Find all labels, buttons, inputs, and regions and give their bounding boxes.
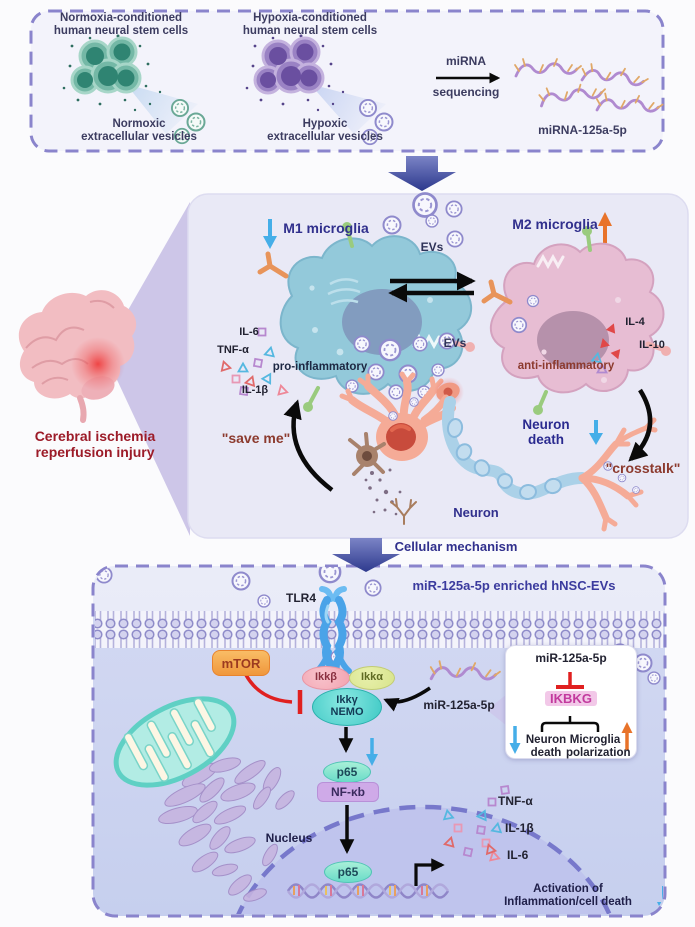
- evs-mid-label: EVs: [443, 336, 467, 350]
- nucleus-label: Nucleus: [265, 831, 313, 845]
- il6-bottom-label: IL-6: [507, 848, 529, 862]
- tnf-bottom-label: TNF-α: [498, 794, 533, 808]
- p65-node: p65: [323, 761, 371, 783]
- flow-down-arrow-icon-2: [332, 538, 400, 572]
- m2-microglia-cell: [481, 226, 671, 415]
- anti-inflammatory-label: anti-inflammatory: [517, 360, 615, 372]
- il1b-label: IL-1β: [241, 384, 269, 396]
- endoplasmic-reticulum: [158, 757, 295, 902]
- neuron-label: Neuron: [453, 505, 499, 520]
- mtor-label: mTOR: [221, 655, 261, 671]
- cell-membrane: [95, 611, 663, 648]
- ikkb-node: Ikkβ: [302, 666, 350, 690]
- dna-helix: [286, 883, 450, 899]
- ev-title-label: miR-125a-5p enriched hNSC-EVs: [412, 578, 616, 593]
- ikkg-nemo-node: Ikkγ NEMO: [312, 688, 382, 726]
- neuron-death-decrease-arrow-icon: [589, 420, 603, 445]
- mitochondria: [113, 696, 237, 788]
- callout-mir-label: miR-125a-5p: [535, 651, 607, 665]
- ischemia-glow: [71, 337, 125, 391]
- p65-nuclear-label: p65: [337, 864, 359, 879]
- save-me-arrow: [283, 399, 334, 492]
- il4-label: IL-4: [625, 316, 645, 328]
- cellular-mechanism-label: Cellular mechanism: [394, 539, 518, 554]
- injury-title: Cerebral ischemia reperfusion injury: [34, 428, 156, 460]
- m1-microglia-cell: [257, 222, 475, 412]
- sidebox-pointer: [487, 694, 507, 726]
- hypoxia-cells-label: Hypoxia-conditioned human neural stem ce…: [242, 12, 378, 38]
- p65-decrease-arrow-icon: [366, 738, 378, 766]
- callout-microglia-label: Microglia polarization: [566, 734, 631, 760]
- normoxic-stem-cell-cluster: [62, 34, 206, 145]
- p65-label: p65: [336, 764, 358, 779]
- flow-down-arrow-icon: [388, 156, 456, 191]
- ikkb-label: Ikkβ: [314, 671, 337, 684]
- mirna-to-nemo-arrow: [383, 686, 431, 712]
- branch-bracket: [540, 721, 600, 732]
- neuron-illustration: [339, 371, 658, 532]
- callout-graphics: [509, 672, 633, 754]
- il6-label: IL-6: [239, 326, 259, 338]
- normoxic-ev-label: Normoxic extracellular vesicles: [81, 118, 197, 144]
- ikka-node: Ikkα: [349, 666, 395, 690]
- ikbkg-label: IKBKG: [545, 691, 597, 706]
- mirna-seq-label-2: sequencing: [432, 85, 500, 99]
- p65-nuclear-node: p65: [324, 861, 372, 883]
- callout-decrease-arrow-icon: [509, 726, 521, 754]
- il1b-bottom-label: IL-1β: [505, 821, 534, 835]
- mirna-product-label: miRNA-125a-5p: [538, 123, 627, 137]
- il10-label: IL-10: [639, 339, 665, 351]
- mir-cytoplasm-label: miR-125a-5p: [423, 698, 495, 712]
- transcription-arrow: [414, 858, 445, 886]
- hypoxic-ev-label: Hypoxic extracellular vesicles: [267, 118, 383, 144]
- funnel-beam: [104, 202, 190, 536]
- m2-increase-arrow-icon: [598, 212, 612, 243]
- tnf-label: TNF-α: [217, 344, 249, 356]
- nfkb-label: NF-κb: [330, 785, 365, 799]
- equilibrium-arrows: [388, 271, 476, 303]
- mtor-inhibition-tbar-icon: [244, 674, 303, 714]
- activation-label: Activation of Inflammation/cell death: [504, 883, 632, 909]
- tlr4-receptor: [314, 586, 352, 678]
- callout-increase-arrow-icon: [621, 722, 633, 750]
- m2-microglia-label: M2 microglia: [512, 216, 598, 232]
- crosstalk-arrow: [628, 388, 653, 462]
- tlr4-label: TLR4: [286, 591, 316, 605]
- callout-neuron-death-label: Neuron death: [525, 734, 567, 760]
- mirna-ikbkg-callout: miR-125a-5p IKBKG Neuron death Microglia…: [505, 645, 637, 759]
- mirna-seq-label-1: miRNA: [445, 54, 486, 68]
- neuron-death-label: Neuron death: [522, 417, 570, 448]
- hypoxic-stem-cell-cluster: [245, 34, 394, 146]
- bottom-panel-contents: [95, 567, 663, 914]
- m1-decrease-arrow-icon: [263, 219, 277, 249]
- mtor-node: mTOR: [212, 650, 270, 676]
- nfkb-node: NF-κb: [317, 782, 379, 802]
- normoxia-cells-label: Normoxia-conditioned human neural stem c…: [53, 12, 189, 38]
- ikbkg-inhibition-tbar-icon: [556, 672, 584, 689]
- ikbkg-node: IKBKG: [506, 691, 636, 707]
- brain-illustration: [18, 290, 137, 423]
- ikka-label: Ikkα: [360, 671, 384, 684]
- m1-microglia-label: M1 microglia: [283, 220, 369, 236]
- crosstalk-label: "crosstalk": [605, 460, 681, 476]
- pro-inflammatory-label: pro-inflammatory: [272, 361, 368, 373]
- save-me-label: "save me": [221, 430, 291, 446]
- evs-top-label: EVs: [420, 240, 444, 254]
